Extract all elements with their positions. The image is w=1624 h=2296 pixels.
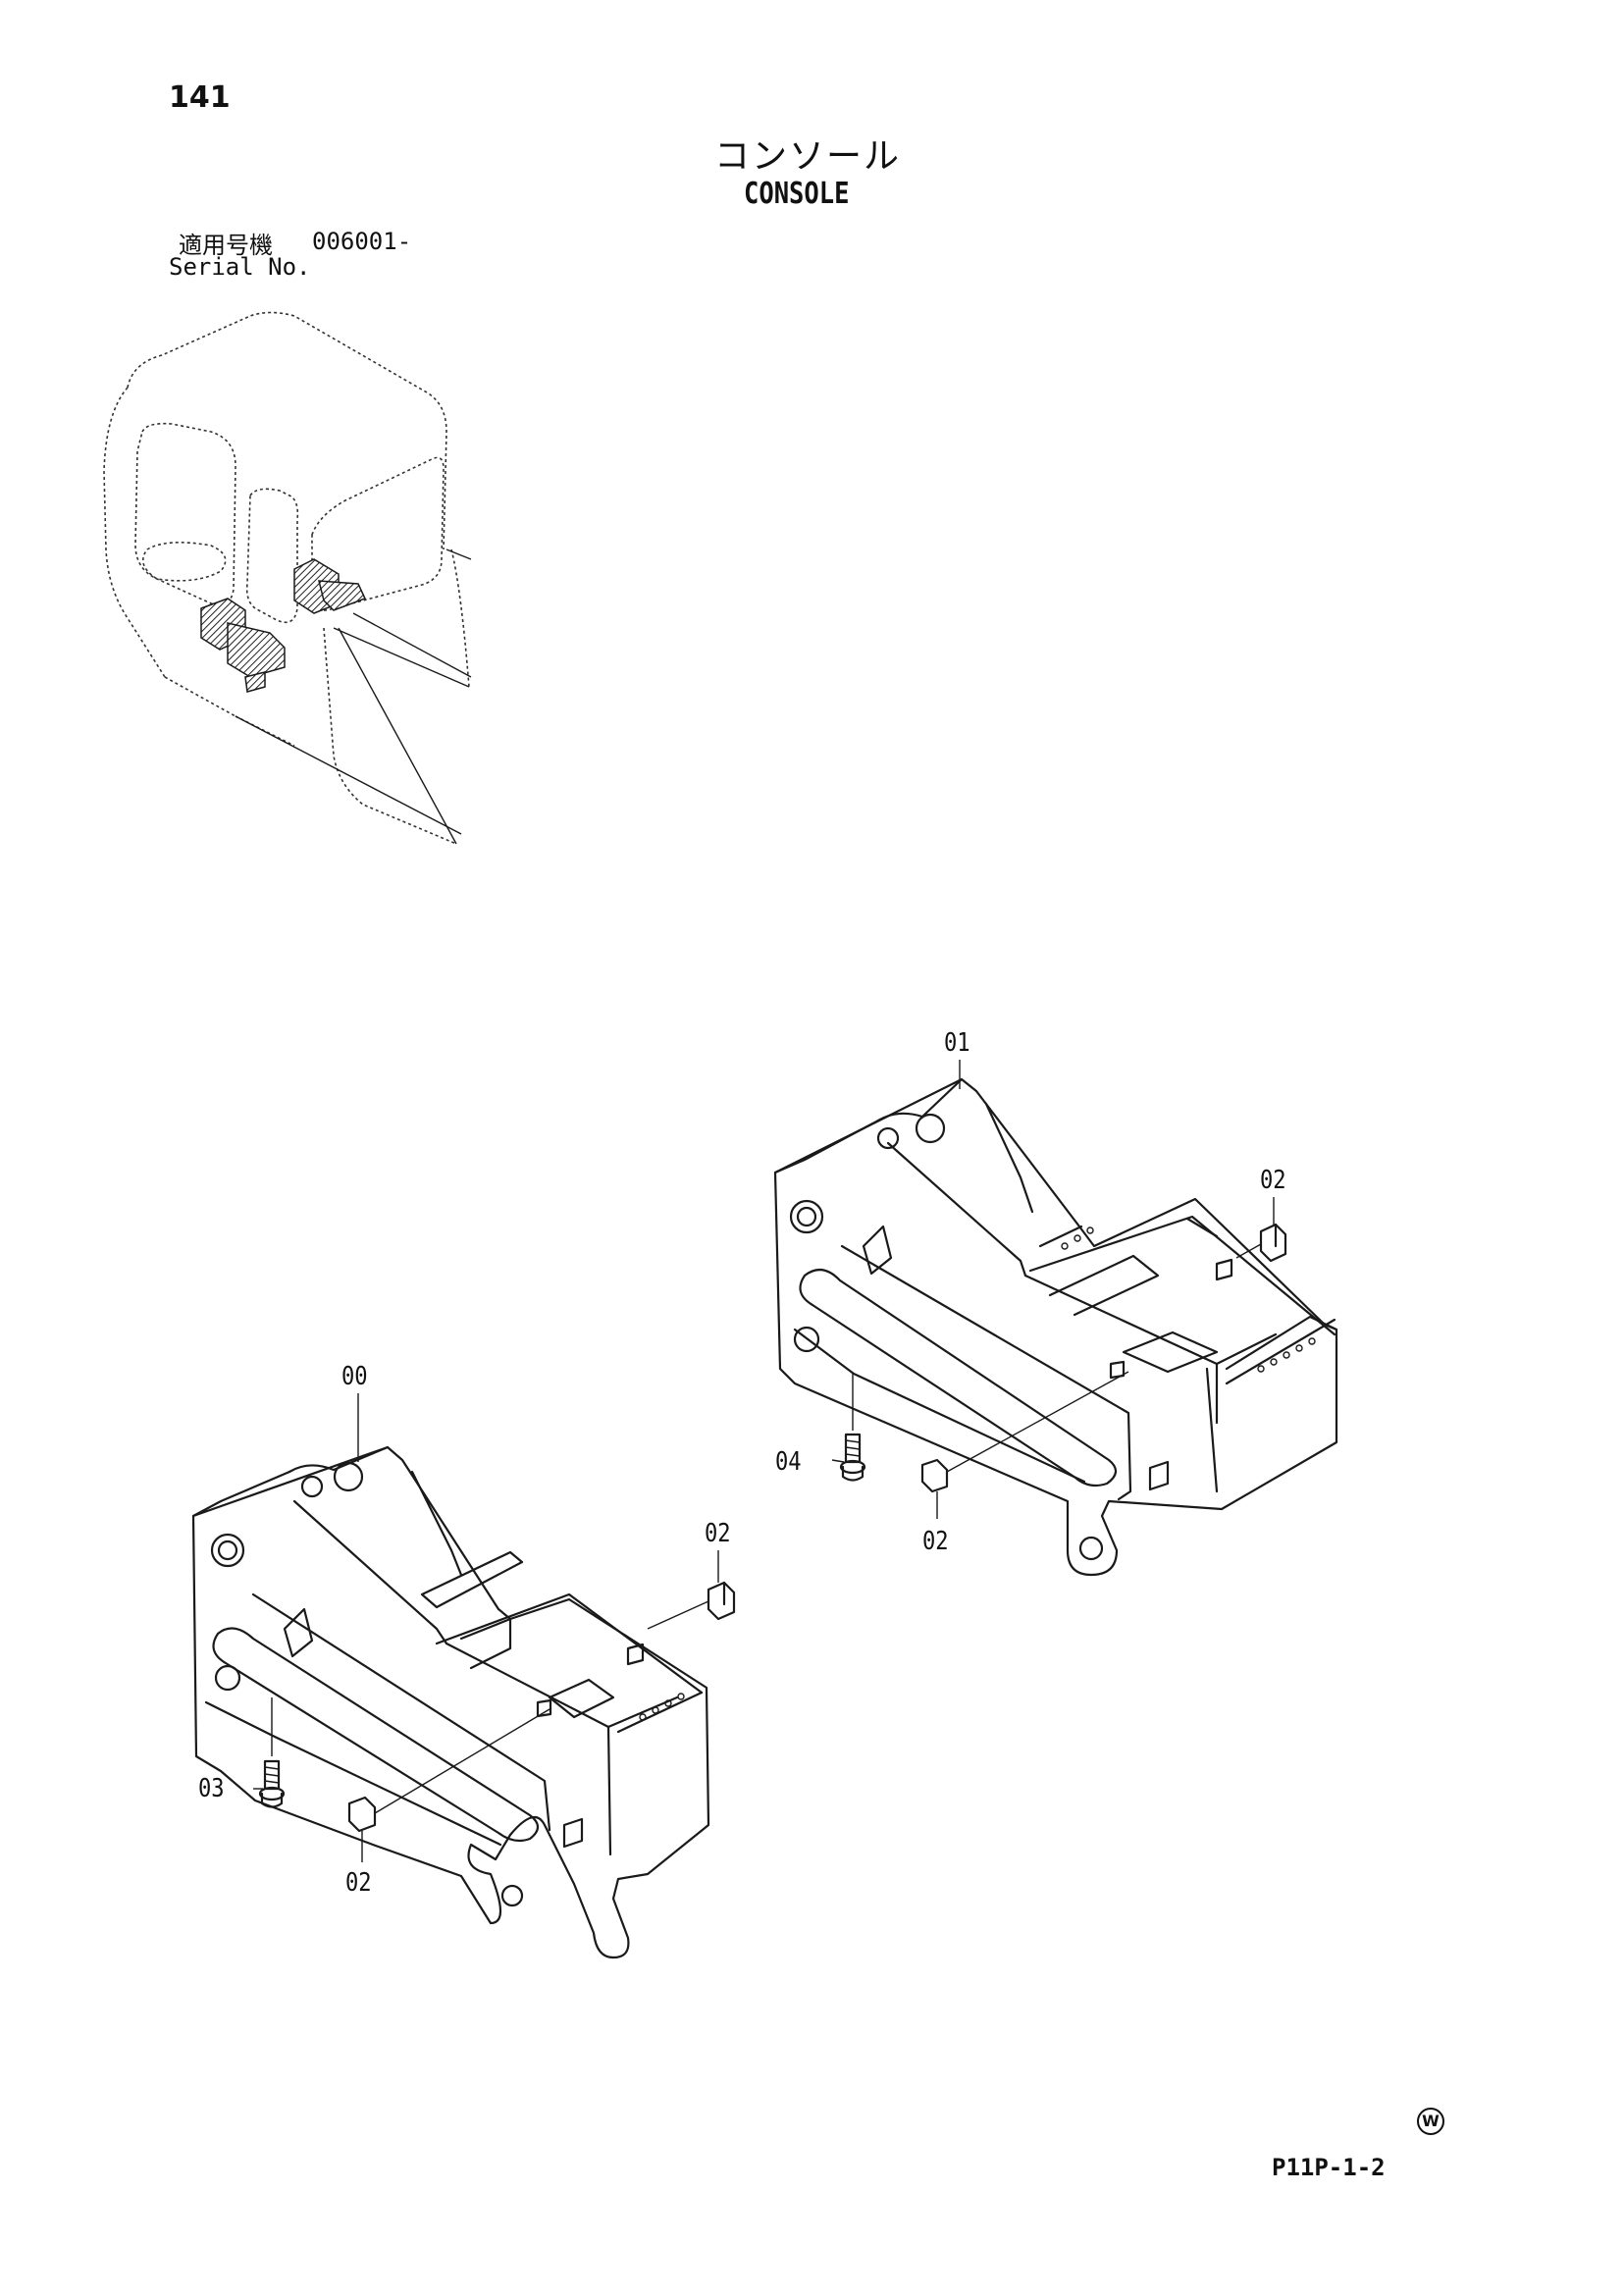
grommet-02-top-right bbox=[1259, 1223, 1287, 1263]
page-title-japanese: コンソール bbox=[714, 136, 902, 177]
page-number: 141 bbox=[169, 80, 231, 115]
page-title: CONSOLE bbox=[744, 177, 850, 211]
callout-02: 02 bbox=[345, 1868, 372, 1898]
grommet-02-left-upper bbox=[707, 1581, 736, 1621]
callout-03: 03 bbox=[198, 1774, 225, 1803]
callout-04: 04 bbox=[775, 1447, 802, 1477]
serial-label: Serial No. bbox=[169, 253, 311, 281]
console-frame-00 bbox=[191, 1445, 710, 1959]
console-frame-01 bbox=[773, 1077, 1338, 1577]
w-mark: W bbox=[1417, 2108, 1444, 2135]
cab-overview-illustration bbox=[103, 311, 472, 845]
callout-01: 01 bbox=[944, 1028, 970, 1058]
serial-label-japanese: 適用号機 bbox=[179, 232, 273, 259]
callout-00: 00 bbox=[341, 1362, 368, 1391]
serial-value: 006001- bbox=[312, 228, 412, 255]
bolt-03 bbox=[258, 1759, 286, 1808]
leader-lines bbox=[253, 1060, 1275, 1862]
grommet-02-left-lower bbox=[347, 1796, 377, 1833]
bolt-04 bbox=[839, 1433, 866, 1482]
callout-02: 02 bbox=[1260, 1166, 1286, 1195]
callout-02: 02 bbox=[705, 1519, 731, 1548]
grommet-02-right-lower bbox=[920, 1458, 949, 1493]
reference-code: P11P-1-2 bbox=[1272, 2154, 1386, 2181]
callout-02: 02 bbox=[922, 1527, 949, 1556]
